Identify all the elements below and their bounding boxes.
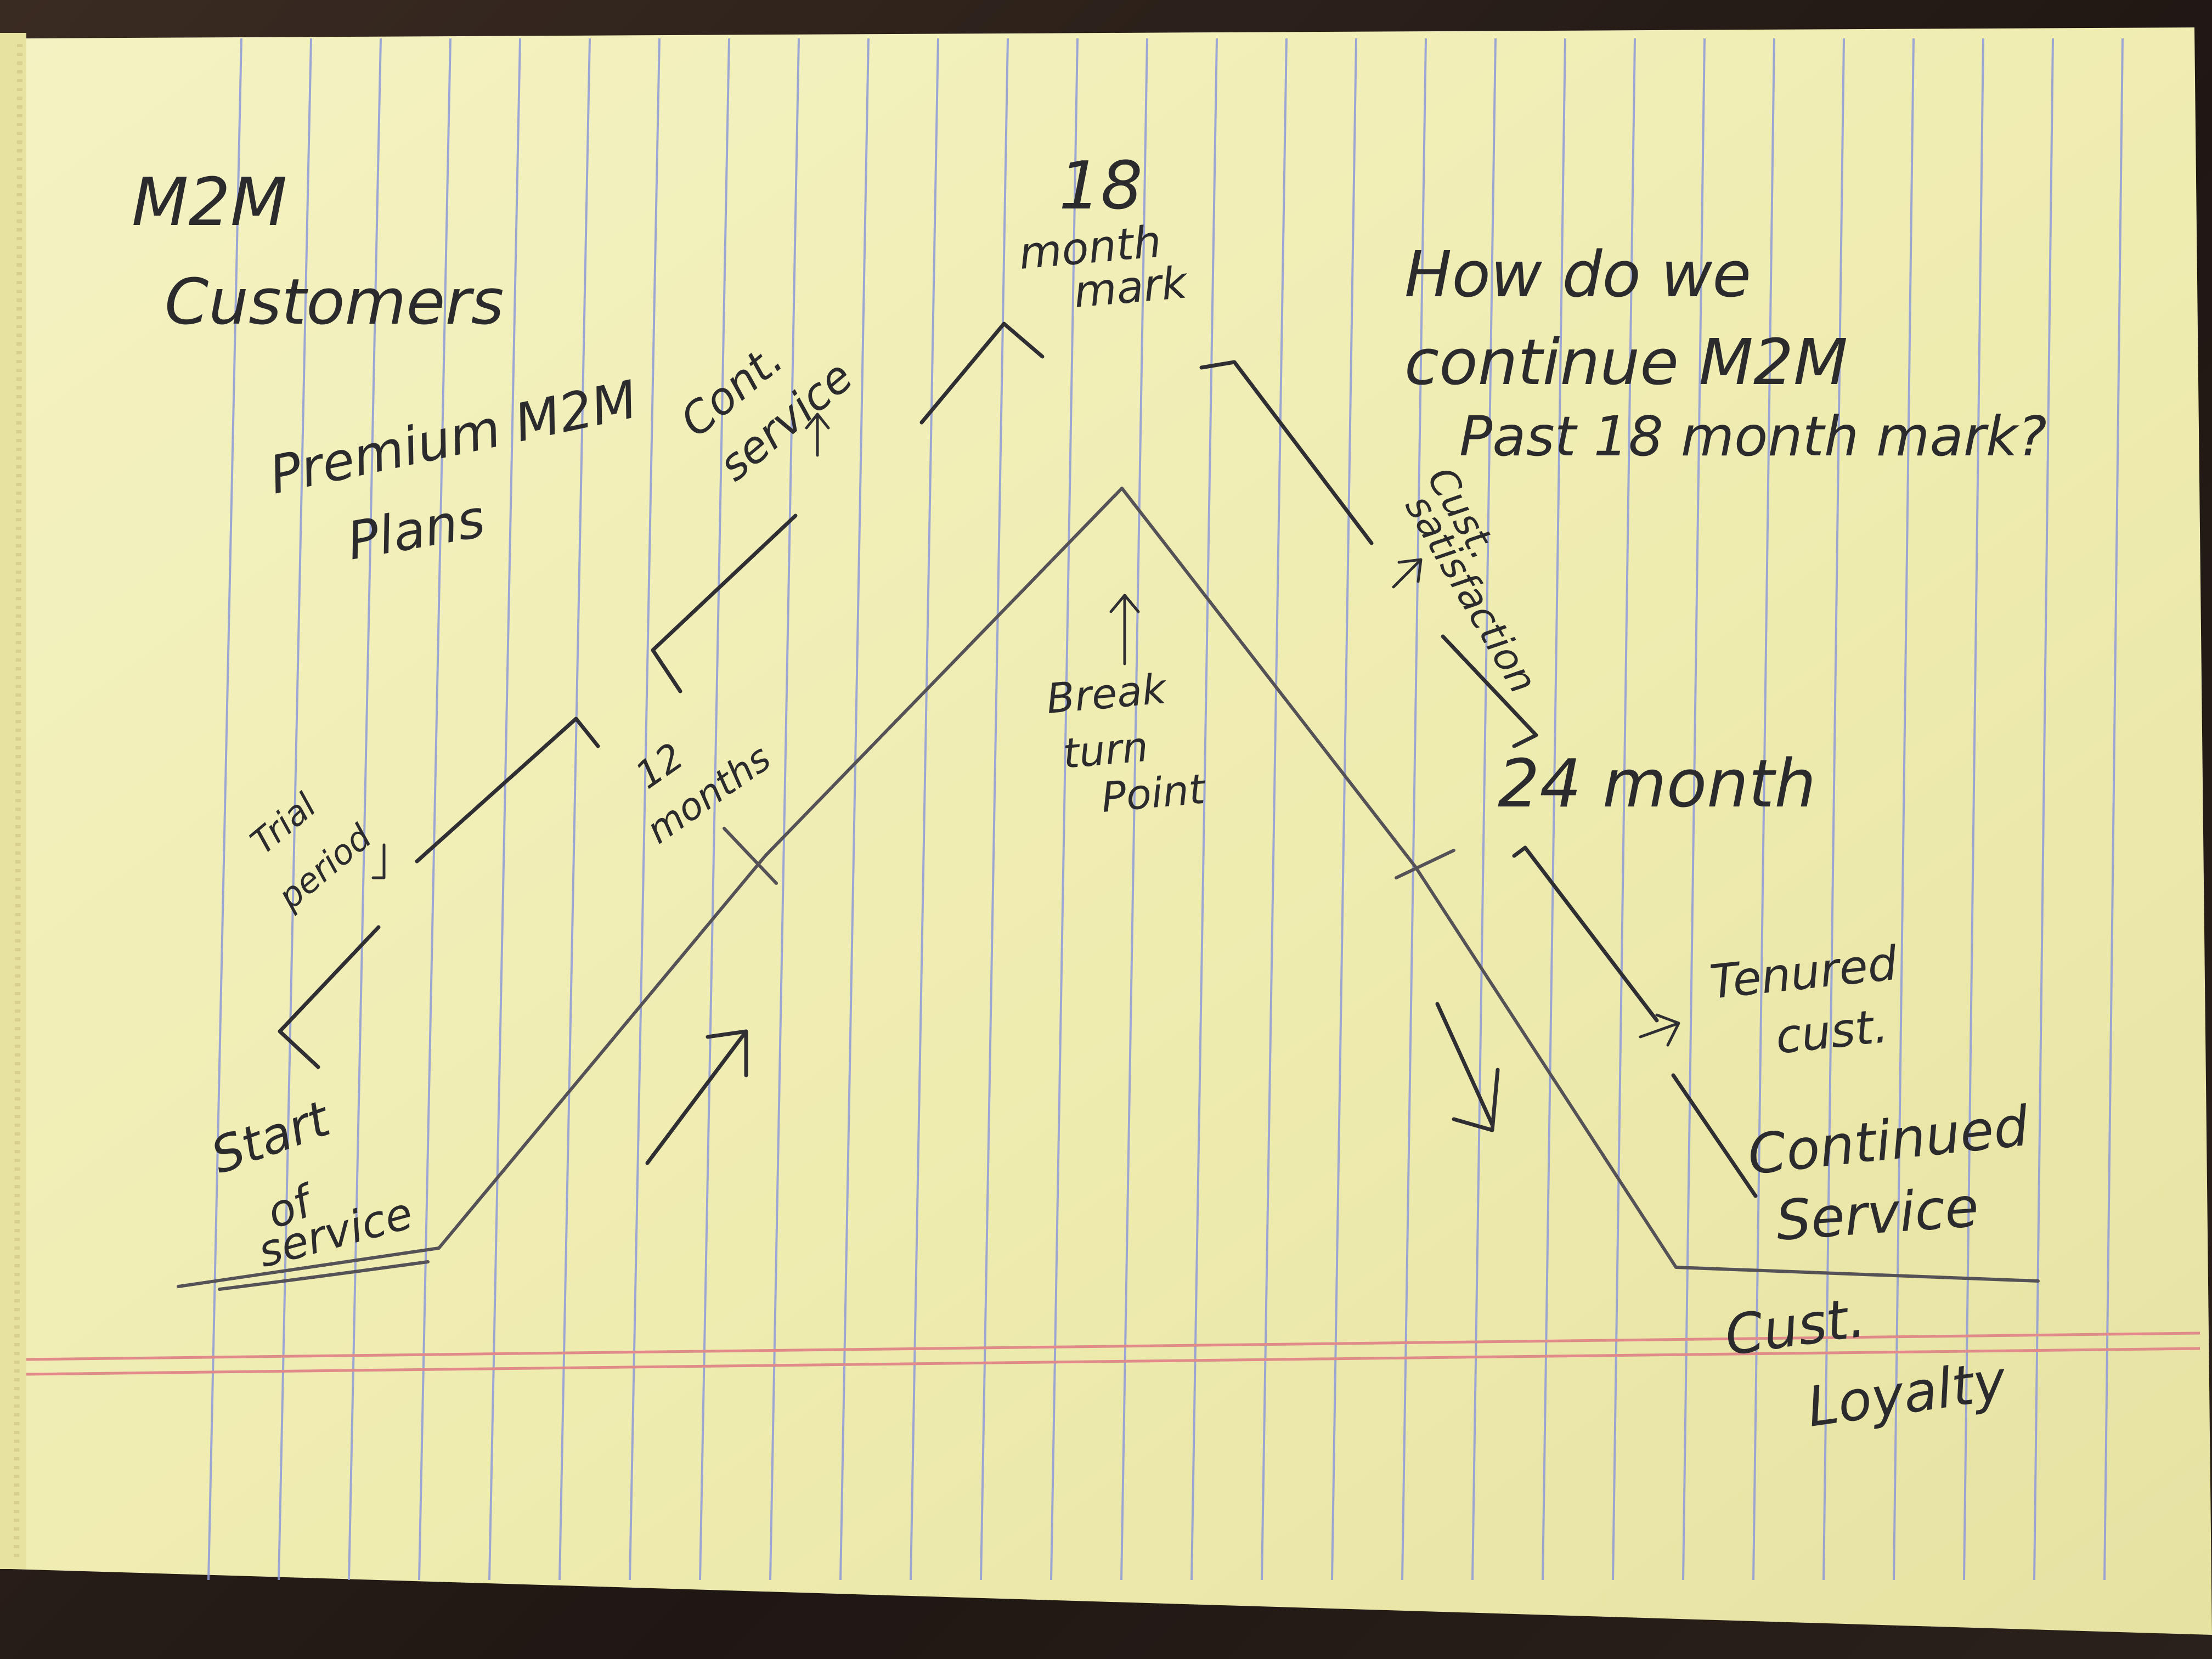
blue-rule-line (1963, 38, 1984, 1581)
blue-rule-line (910, 38, 939, 1581)
blue-rule-line (1190, 38, 1218, 1581)
blue-rule-line (348, 38, 382, 1581)
stair-step-5 (1199, 360, 1374, 545)
sketch-title-line-1: M2M (132, 165, 287, 241)
break-turn-point-line-2: turn (1061, 723, 1150, 778)
paper-sheet (11, 27, 2212, 1635)
month-18-mark: mark (1072, 257, 1190, 318)
break-turn-point-line-1: Break (1045, 664, 1169, 723)
stair-step-2 (415, 716, 600, 864)
arrow-cust-satisfaction (1392, 558, 1423, 589)
lifecycle-curve (177, 487, 2040, 1288)
stair-step-4 (919, 321, 1045, 425)
blue-rule-line (1893, 38, 1915, 1581)
break-turn-point-line-3: Point (1099, 765, 1208, 822)
question-line-2: continue M2M (1404, 326, 1848, 399)
stair-step-1 (278, 925, 381, 1069)
sketch-title-line-2: Customers (165, 266, 504, 339)
blue-rule-line (2103, 38, 2124, 1581)
stair-step-8 (1671, 1073, 1758, 1198)
stair-step-7 (1512, 845, 1659, 1023)
blue-rule-line (278, 38, 312, 1581)
blue-rule-line (1612, 38, 1636, 1581)
blue-rule-line (1261, 38, 1288, 1581)
blue-rule-line (418, 38, 452, 1581)
tick-12-months (723, 827, 778, 885)
blue-rule-line (1682, 38, 1706, 1581)
blue-rule-line (1752, 38, 1775, 1581)
month-18-number: 18 (1059, 148, 1143, 224)
blue-rule-line (839, 38, 870, 1581)
arrow-trial (371, 843, 386, 879)
arrow-cont-service (805, 413, 830, 457)
red-margin-line-1 (26, 1331, 2200, 1361)
blue-rule-line (1542, 38, 1566, 1581)
blue-rule-lines (207, 38, 2124, 1581)
arrow-break-point (1109, 594, 1140, 665)
month-24-label: 24 month (1498, 746, 1816, 822)
blue-rule-line (2033, 38, 2054, 1581)
arrow-down-right (1435, 1002, 1500, 1132)
binding-stitch (14, 43, 22, 1559)
blue-rule-line (699, 38, 730, 1581)
blue-rule-line (1401, 38, 1427, 1581)
tick-24-months (1395, 849, 1455, 879)
blue-rule-line (980, 38, 1009, 1581)
binding-edge (0, 33, 26, 1569)
baseline-scribble (218, 1260, 430, 1291)
blue-rule-line (488, 38, 521, 1581)
continued-service-line-2: Service (1774, 1175, 1981, 1252)
blue-rule-line (1050, 38, 1079, 1581)
question-line-3: Past 18 month mark? (1459, 404, 2047, 469)
blue-rule-line (769, 38, 800, 1581)
stair-step-3 (651, 514, 798, 693)
question-line-1: How do we (1404, 238, 1751, 312)
month-18-word: month (1017, 216, 1164, 279)
blue-rule-line (207, 38, 242, 1581)
blue-rule-line (558, 38, 591, 1581)
blue-rule-line (1471, 38, 1497, 1581)
arrow-up-right-1 (645, 1029, 748, 1165)
blue-rule-line (1120, 38, 1148, 1581)
stair-step-6 (1441, 634, 1538, 748)
arrow-tenured (1639, 1013, 1680, 1047)
red-margin-line-2 (26, 1347, 2200, 1376)
blue-rule-line (629, 38, 661, 1581)
tenured-cust-line-2: cust. (1773, 999, 1891, 1065)
blue-rule-line (1331, 38, 1357, 1581)
blue-rule-line (1822, 38, 1845, 1581)
